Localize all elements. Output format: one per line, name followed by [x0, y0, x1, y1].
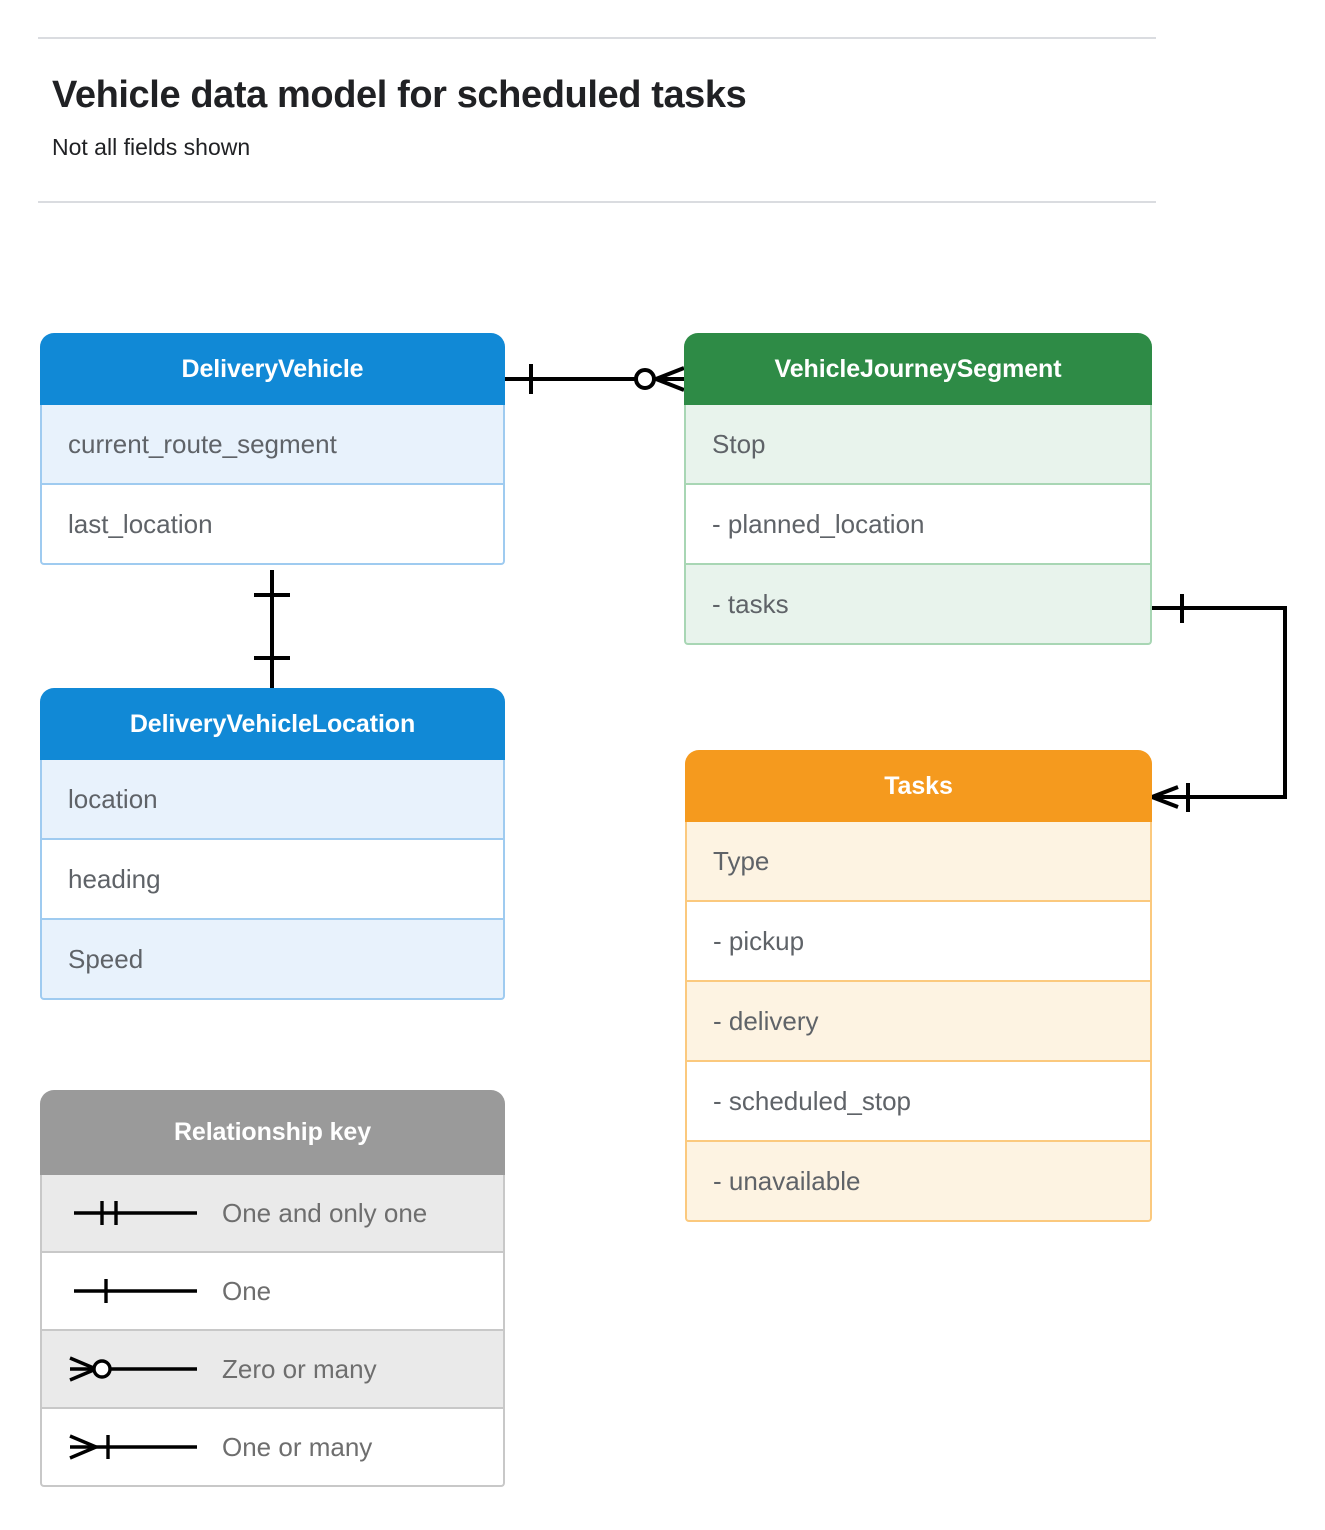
- entity-vehicle-journey-segment[interactable]: VehicleJourneySegment Stop - planned_loc…: [684, 333, 1152, 645]
- one-and-only-one-icon: [64, 1196, 214, 1230]
- legend-label-one-or-many: One or many: [222, 1431, 373, 1462]
- field-type: Type: [685, 822, 1152, 902]
- field-planned-location: - planned_location: [684, 485, 1152, 565]
- field-stop: Stop: [684, 405, 1152, 485]
- field-heading: heading: [40, 840, 505, 920]
- connector-vehiclejourneysegment-tasks: [1151, 594, 1287, 812]
- one-icon: [64, 1274, 214, 1308]
- entity-vehicle-journey-segment-title: VehicleJourneySegment: [684, 333, 1152, 405]
- one-or-many-icon: [64, 1430, 214, 1464]
- page-title: Vehicle data model for scheduled tasks: [52, 74, 747, 116]
- legend-item-one-and-only-one: One and only one: [40, 1175, 505, 1253]
- field-delivery: - delivery: [685, 982, 1152, 1062]
- field-tasks: - tasks: [684, 565, 1152, 645]
- zero-or-many-icon: [64, 1352, 214, 1386]
- entity-delivery-vehicle-title: DeliveryVehicle: [40, 333, 505, 405]
- page-subtitle: Not all fields shown: [52, 134, 251, 160]
- connector-deliveryvehicle-vehiclejourneysegment: [505, 364, 685, 394]
- relationship-key-title: Relationship key: [40, 1090, 505, 1175]
- connector-deliveryvehicle-deliveryvehiclelocation: [254, 570, 290, 688]
- legend-label-zero-or-many: Zero or many: [222, 1353, 377, 1384]
- legend-label-one-and-only-one: One and only one: [222, 1197, 428, 1228]
- entity-delivery-vehicle-location[interactable]: DeliveryVehicleLocation location heading…: [40, 688, 505, 1000]
- entity-delivery-vehicle[interactable]: DeliveryVehicle current_route_segment la…: [40, 333, 505, 565]
- relationship-key-legend: Relationship key One and only one One: [40, 1090, 505, 1487]
- legend-item-one: One: [40, 1253, 505, 1331]
- entity-tasks-title: Tasks: [685, 750, 1152, 822]
- legend-item-one-or-many: One or many: [40, 1409, 505, 1487]
- field-unavailable: - unavailable: [685, 1142, 1152, 1222]
- field-current-route-segment: current_route_segment: [40, 405, 505, 485]
- field-pickup: - pickup: [685, 902, 1152, 982]
- header-divider-bottom: [38, 201, 1156, 203]
- entity-tasks[interactable]: Tasks Type - pickup - delivery - schedul…: [685, 750, 1152, 1222]
- header-divider-top: [38, 37, 1156, 39]
- field-last-location: last_location: [40, 485, 505, 565]
- field-speed: Speed: [40, 920, 505, 1000]
- entity-delivery-vehicle-location-title: DeliveryVehicleLocation: [40, 688, 505, 760]
- legend-item-zero-or-many: Zero or many: [40, 1331, 505, 1409]
- field-scheduled-stop: - scheduled_stop: [685, 1062, 1152, 1142]
- legend-label-one: One: [222, 1275, 272, 1306]
- field-location: location: [40, 760, 505, 840]
